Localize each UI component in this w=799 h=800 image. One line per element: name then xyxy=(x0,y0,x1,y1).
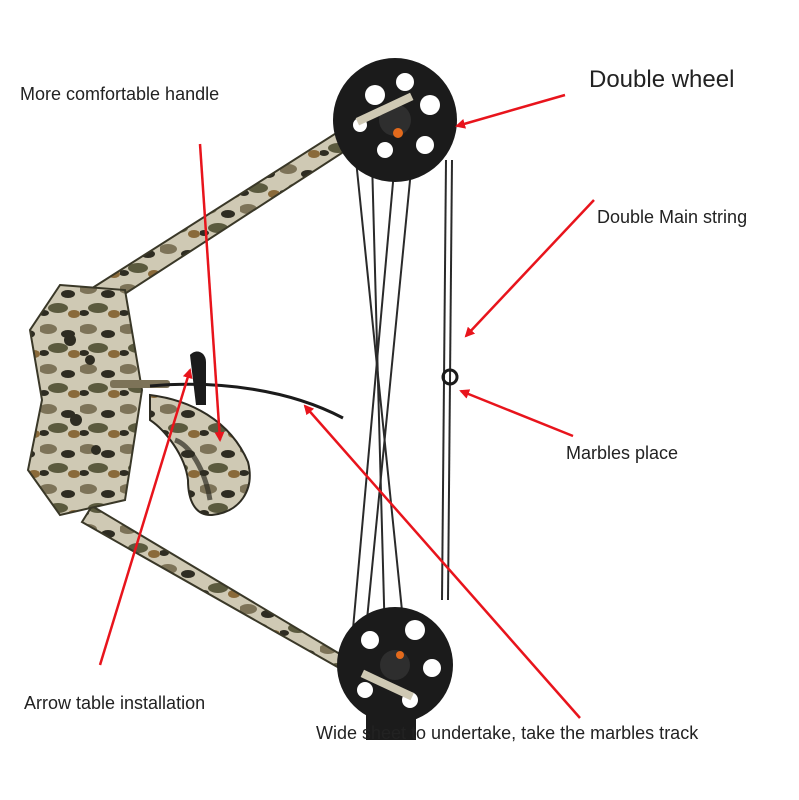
lower-limb xyxy=(80,504,381,693)
bow-limbs xyxy=(80,116,381,693)
label-comfortable-handle: More comfortable handle xyxy=(20,84,220,104)
label-double-main-string: Double Main string xyxy=(597,207,748,227)
label-arrow-table-installation: Arrow table installation xyxy=(24,693,206,713)
handle-grip xyxy=(149,393,251,517)
top-wheel xyxy=(333,58,457,182)
label-double-wheel: Double wheel xyxy=(589,66,735,93)
label-marbles-place: Marbles place xyxy=(566,443,679,463)
arrow-to-arrow-table xyxy=(98,368,193,666)
pointer-arrows xyxy=(98,93,595,719)
arrow-shaft xyxy=(149,382,344,420)
arrow-to-handle xyxy=(198,143,225,442)
label-marbles-track: Wide sheet to undertake, take the marble… xyxy=(316,723,699,743)
arrow-to-wheel xyxy=(455,93,566,129)
bow-strings xyxy=(351,159,453,641)
marbles-holder xyxy=(441,368,459,386)
upper-limb xyxy=(84,116,370,312)
arrow-to-marbles-track xyxy=(303,404,581,719)
bottom-wheel xyxy=(337,607,453,723)
arrow-to-marbles-place xyxy=(459,389,574,438)
bow-riser xyxy=(26,283,170,517)
arrow-to-main-string xyxy=(464,199,595,338)
arrow-rest xyxy=(149,351,344,420)
